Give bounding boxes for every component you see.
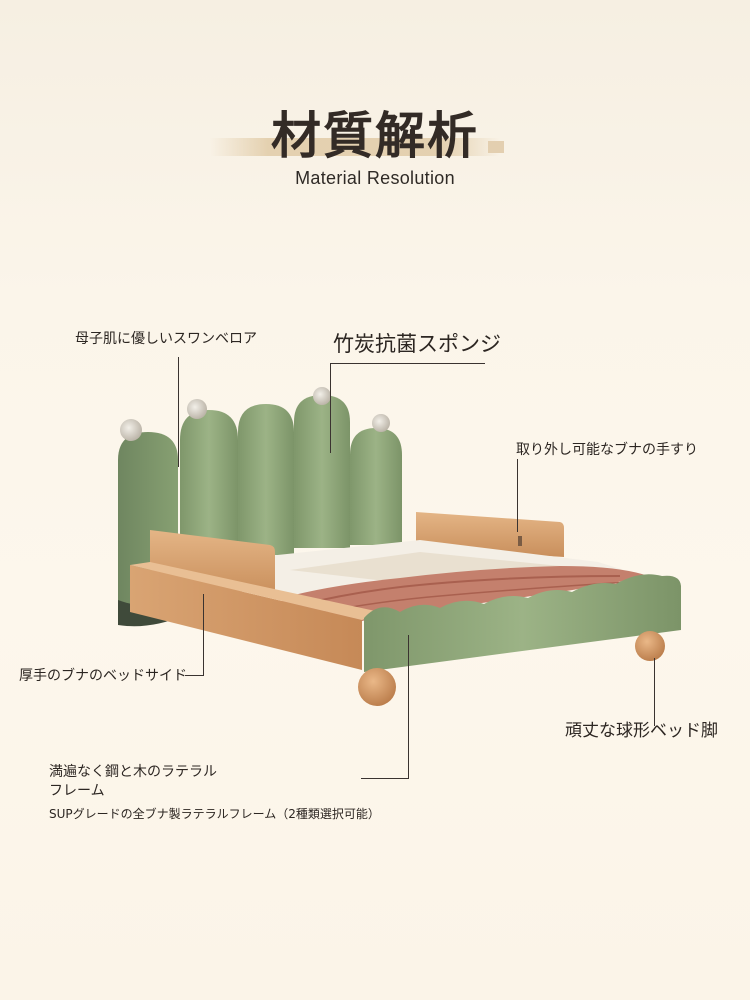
title-decoration-accent xyxy=(488,141,504,153)
ball-leg-front xyxy=(358,668,396,706)
leader-line-side xyxy=(203,594,204,675)
label-lateral-frame: 満遍なく鋼と木のラテラル フレーム xyxy=(49,763,249,801)
leader-line-frame-h xyxy=(361,778,409,779)
leader-line-rail xyxy=(517,459,518,532)
leader-line-sponge-v xyxy=(330,363,331,453)
footboard xyxy=(364,574,681,672)
label-velour-fabric: 母子肌に優しいスワンベロア xyxy=(75,331,257,347)
label-lateral-frame-line1: 満遍なく鋼と木のラテラル xyxy=(49,764,217,780)
title-decoration xyxy=(210,138,500,156)
label-lateral-frame-line2: フレーム xyxy=(49,783,105,799)
pompom-decorations xyxy=(120,387,390,441)
leader-line-sponge-h xyxy=(330,363,485,364)
label-bed-side: 厚手のブナのベッドサイド xyxy=(19,668,187,684)
leader-line-frame-v xyxy=(408,635,409,778)
leader-line-velour xyxy=(178,357,179,467)
label-removable-rail: 取り外し可能なブナの手すり xyxy=(516,442,698,458)
page-title: 材質解析 xyxy=(271,107,479,165)
label-ball-legs: 頑丈な球形ベッド脚 xyxy=(565,721,718,741)
leader-line-legs xyxy=(654,658,655,726)
ball-leg-right xyxy=(635,631,665,661)
label-frame-note: SUPグレードの全ブナ製ラテラルフレーム（2種類選択可能） xyxy=(49,807,380,821)
label-bamboo-sponge: 竹炭抗菌スポンジ xyxy=(333,332,501,356)
leader-line-side-h xyxy=(185,675,204,676)
bed-side-frame xyxy=(130,565,362,670)
page-subtitle: Material Resolution xyxy=(295,168,455,188)
